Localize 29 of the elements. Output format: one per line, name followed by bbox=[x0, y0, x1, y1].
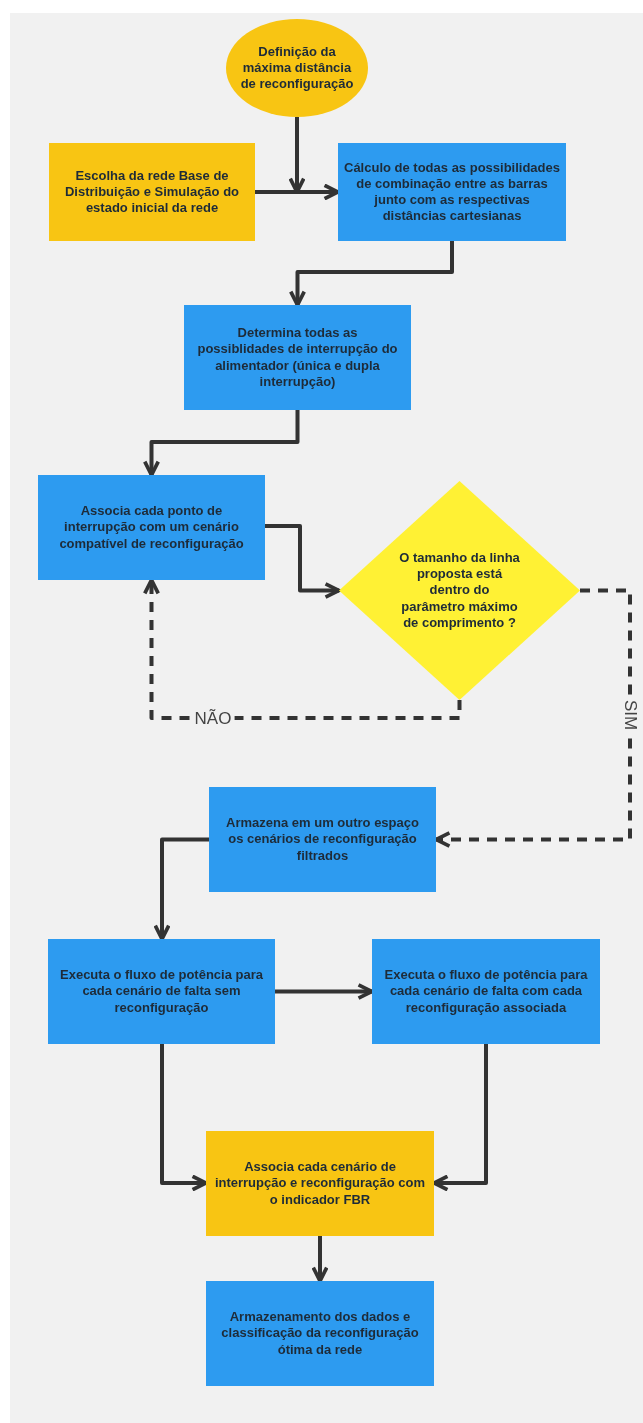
process-box bbox=[38, 475, 265, 580]
step-text: Armazenamento dos dados e classificação da reconfiguração ótima da rede bbox=[220, 1309, 420, 1358]
arrow bbox=[142, 410, 300, 477]
process-box bbox=[48, 939, 275, 1044]
arrow bbox=[142, 578, 462, 720]
process-box bbox=[372, 939, 600, 1044]
arrow bbox=[255, 183, 340, 201]
process-box bbox=[206, 1281, 434, 1386]
process-box bbox=[184, 305, 411, 410]
arrow bbox=[160, 1044, 208, 1192]
step-text: Associa cada ponto de interrupção com um cenário compatível de reconfiguração bbox=[58, 503, 245, 552]
step-text: Armazena em um outro espaço os cenários de reconfiguração filtrados bbox=[225, 815, 420, 864]
arrow bbox=[275, 982, 374, 1001]
step-text: Executa o fluxo de potência para cada cenário de falta sem reconfiguração bbox=[59, 967, 264, 1016]
step-text: Definição da máxima distância de reconfiguração bbox=[240, 43, 354, 93]
arrow bbox=[265, 524, 341, 600]
arrow bbox=[311, 1236, 329, 1283]
arrow bbox=[153, 837, 209, 941]
step-text: Determina todas as possiblidades de interrupção do alimentador (única e dupla interrupção) bbox=[196, 325, 399, 390]
step-text: O tamanho da linha proposta está dentro do parâmetro máximo de comprimento ? bbox=[398, 549, 521, 632]
process-box bbox=[49, 143, 255, 241]
step-text: Cálculo de todas as possibilidades de combinação entre as barras junto com as respectivas distâncias cartesianas bbox=[344, 159, 560, 225]
step-text: Executa o fluxo de potência para cada cenário de falta com cada reconfiguração associada bbox=[383, 967, 589, 1016]
process-box bbox=[209, 787, 436, 892]
step-text: Escolha da rede Base de Distribuição e Simulação do estado inicial da rede bbox=[63, 167, 241, 217]
step-text: Associa cada cenário de interrupção e reconfiguração com o indicador FBR bbox=[213, 1159, 427, 1208]
process-box bbox=[206, 1131, 434, 1236]
process-box bbox=[338, 143, 566, 241]
arrow bbox=[288, 241, 454, 307]
